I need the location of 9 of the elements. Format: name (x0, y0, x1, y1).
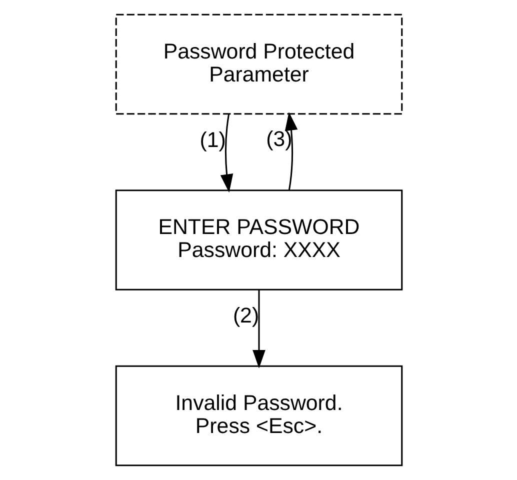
arrow (252, 290, 265, 368)
arrow (220, 114, 233, 193)
node-box: ENTER PASSWORD Password: XXXX (114, 190, 402, 290)
edge-label: (1) (199, 128, 226, 152)
arrow (284, 112, 298, 190)
node-box: Invalid Password. Press <Esc>. (114, 365, 402, 466)
edge-label: (3) (266, 127, 292, 152)
node-box: Password Protected Parameter (114, 14, 402, 115)
edge-label: (2) (232, 304, 259, 328)
